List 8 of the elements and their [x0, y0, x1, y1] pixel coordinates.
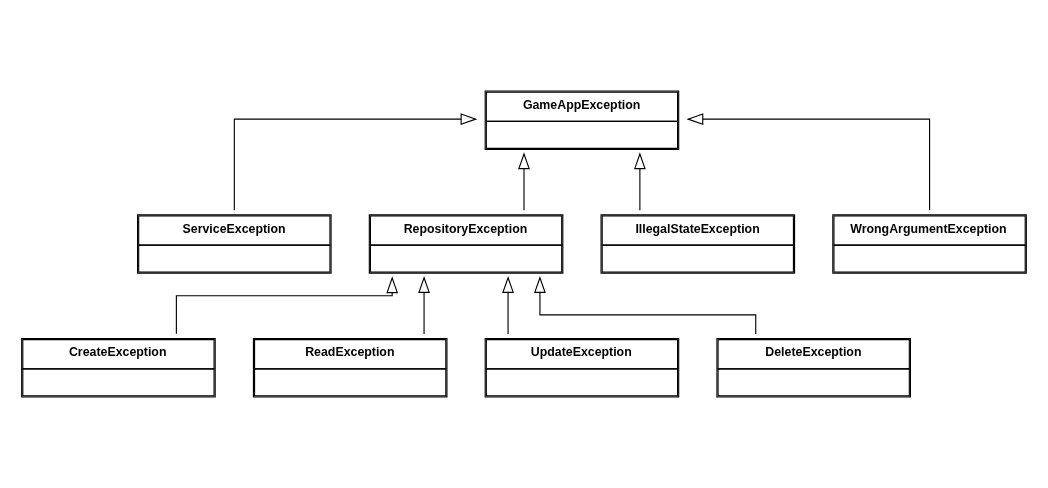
arrow [534, 276, 757, 335]
arrow [175, 276, 399, 335]
arrow [233, 113, 478, 211]
arrow [518, 152, 530, 211]
arrow [633, 152, 646, 211]
arrow [686, 113, 931, 211]
arrow [502, 276, 514, 335]
arrow [418, 276, 430, 335]
